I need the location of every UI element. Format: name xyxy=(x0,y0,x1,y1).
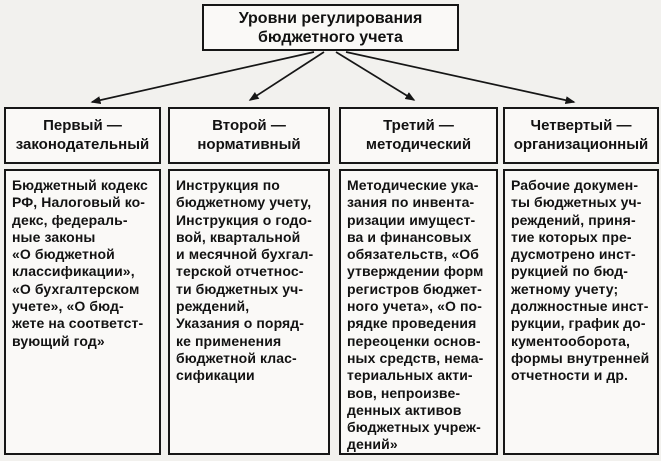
arrow-to-level-2 xyxy=(248,51,325,101)
level-1-body: Бюджетный кодекс РФ, Налоговый ко- декс,… xyxy=(4,169,161,455)
level-2-body: Инструкция по бюджетному учету, Инструкц… xyxy=(168,169,330,455)
level-3-header: Третий — методический xyxy=(339,107,498,164)
level-2-header: Второй — нормативный xyxy=(168,107,330,164)
level-4-header: Четвертый — организационный xyxy=(503,107,659,164)
arrow-to-level-3 xyxy=(335,51,416,101)
level-4-body: Рабочие докумен- ты бюджетных уч- режден… xyxy=(503,169,659,455)
arrow-to-level-4 xyxy=(345,51,576,105)
level-3-body: Методические ука- зания по инвента- риза… xyxy=(339,169,498,455)
level-1-header: Первый — законодательный xyxy=(4,107,161,164)
arrow-to-level-1 xyxy=(90,51,315,105)
diagram-title-box: Уровни регулирования бюджетного учета xyxy=(202,4,459,51)
